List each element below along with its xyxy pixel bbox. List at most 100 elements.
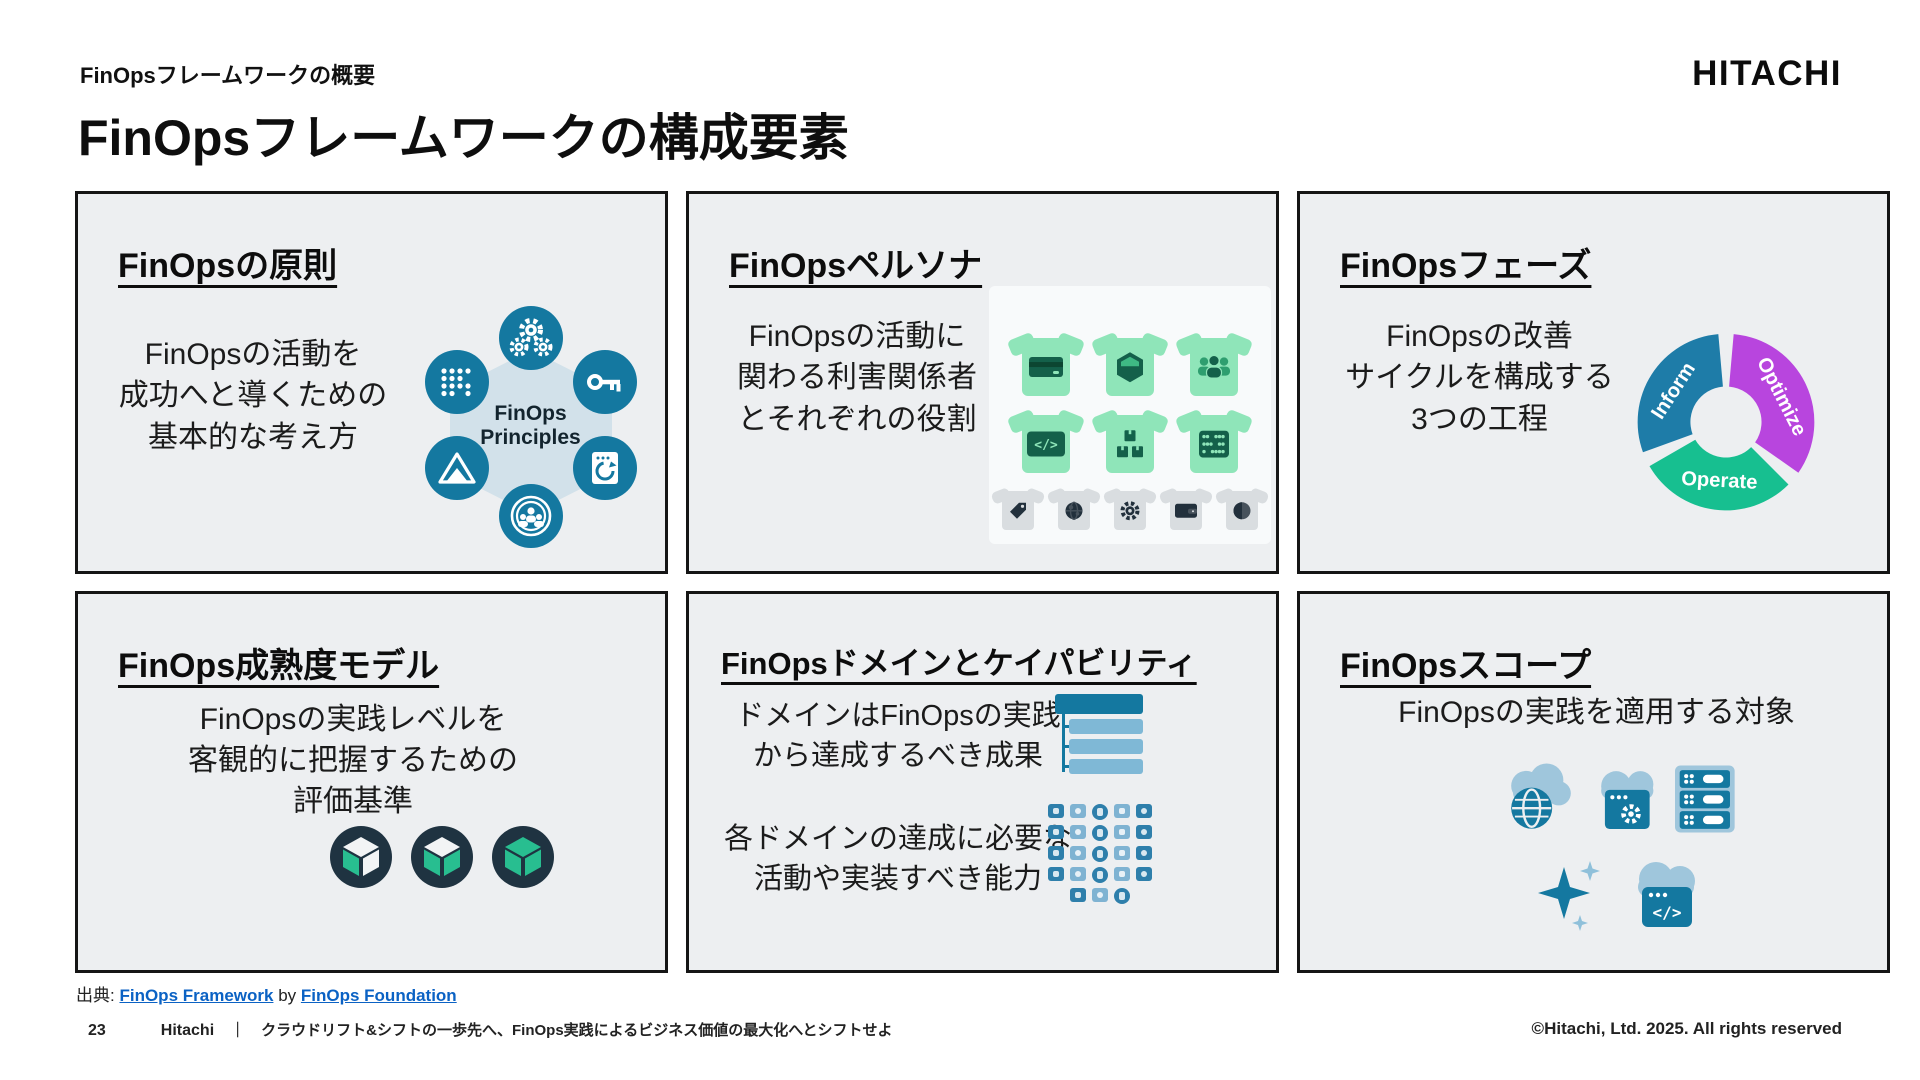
slide-kicker: FinOpsフレームワークの概要 [80,63,376,88]
phase-segment-optimize [1729,334,1815,473]
code-icon: </> [1027,431,1065,457]
finops-foundation-link[interactable]: FinOps Foundation [300,986,457,1005]
svg-text:</>: </> [1652,903,1681,922]
capability-icon [1092,866,1108,883]
capability-icon [1114,845,1130,860]
capability-icon [1114,887,1130,904]
abacus-icon [1199,430,1229,458]
finops-framework-link[interactable]: FinOps Framework [119,986,274,1005]
maturity-heading: FinOps成熟度モデル [118,646,440,685]
credit-card-icon [1029,357,1063,378]
principles-node-gears [499,306,563,370]
phase-segment-operate [1649,439,1789,511]
footer: 23 Hitachi ｜ クラウドリフト&シフトの一歩先へ、FinOps実践によ… [88,1019,892,1040]
hitachi-logo: HITACHI [1692,54,1842,93]
capabilities-body: 各ドメインの達成に必要な 活動や実装すべき能力 [723,822,1072,895]
saas-window-icon [1600,770,1653,829]
personas-shirt-grid: </> [990,331,1270,530]
scope-icon-cluster: </> [1500,759,1735,931]
capability-icon [1136,803,1152,818]
personas-heading: FinOpsペルソナ [729,247,983,285]
maturity-cubes [328,824,556,890]
ai-sparkle-icon [1537,860,1600,931]
source-prefix: 出典: [76,986,115,1005]
capability-icon [1070,824,1086,839]
principles-node-collaboration [499,484,563,548]
persona-shirt [1174,331,1254,396]
capability-icon [1114,824,1130,839]
key-icon [587,374,621,392]
panel-principles: FinOpsの原則 FinOpsの活動を 成功へと導くための 基本的な考え方 F… [75,191,668,574]
capability-icon [1048,803,1064,818]
capability-icon [1070,803,1086,818]
panel-maturity: FinOps成熟度モデル FinOpsの実践レベルを 客観的に把握するための 評… [75,590,668,973]
scope-icon-row [1500,759,1735,835]
panel-grid: FinOpsの原則 FinOpsの活動を 成功へと導くための 基本的な考え方 F… [75,191,1890,973]
domain-spine [1062,713,1065,772]
capability-icon [1136,845,1152,860]
collaboration-icon [510,495,552,537]
persona-shirt [1090,331,1170,396]
boxes-icon [1117,430,1143,458]
team-icon [1198,355,1230,379]
phase-segment-inform [1637,334,1723,453]
capability-row [1041,824,1159,841]
persona-shirt-secondary [1046,487,1102,530]
capability-icon-grid [1041,803,1159,904]
datacenter-rack-icon [1675,764,1735,833]
personas-body: FinOpsの活動に 関わる利害関係者 とそれぞれの役割 [737,320,977,436]
principles-body: FinOpsの活動を 成功へと導くための 基本的な考え方 [118,338,388,454]
cloud-code-icon: </> [1637,861,1695,927]
phases-body: FinOpsの改善 サイクルを構成する 3つの工程 [1345,320,1614,436]
capability-icon [1048,824,1064,839]
panel-scope: FinOpsスコープ FinOpsの実践を適用する対象 [1297,590,1890,973]
personas-shirt-row-secondary [990,487,1270,530]
maturity-cube-crawl-icon [330,825,392,888]
scope-body: FinOpsの実践を適用する対象 [1398,695,1795,729]
persona-shirt-secondary [1214,487,1270,530]
dots-grid-icon [441,368,471,397]
sphere-icon [1233,502,1251,520]
persona-shirt: </> [1006,408,1086,473]
report-refresh-icon [592,452,618,484]
domain-bar [1062,738,1143,754]
principles-node-ownership [573,350,637,414]
panel-personas: FinOpsペルソナ FinOpsの活動に 関わる利害関係者 とそれぞれの役割 [686,191,1279,574]
principles-node-value [425,436,489,500]
capability-icon [1092,824,1108,841]
footer-separator: ｜ [230,1022,246,1039]
maturity-body: FinOpsの実践レベルを 客観的に把握するための 評価基準 [188,702,518,819]
domains-heading: FinOpsドメインとケイパビリティ [721,645,1197,681]
personas-shirt-row [1006,331,1254,396]
shield-hexagon-icon [1117,352,1143,383]
capability-icon [1070,845,1086,860]
public-cloud-globe-icon [1511,762,1571,829]
pyramid-icon [438,452,476,484]
principles-diagram: FinOps Principles [413,306,648,558]
persona-shirt-secondary [1158,487,1214,530]
capability-icon [1114,803,1130,818]
capability-row [1041,866,1159,883]
domain-bar [1062,758,1143,774]
phases-donut: Inform Optimize Operate [1637,334,1815,511]
principles-heading: FinOpsの原則 [118,247,338,285]
source-line: 出典: FinOps Framework by FinOps Foundatio… [76,981,457,1006]
persona-shirt-secondary [1102,487,1158,530]
tag-icon [1010,502,1026,519]
maturity-cube-walk-icon [411,825,473,888]
capability-row [1041,803,1159,820]
capability-icon [1070,887,1086,902]
persona-shirt [1006,331,1086,396]
persona-shirt-secondary [990,487,1046,530]
capability-icon [1048,845,1064,860]
principles-center-label: FinOps Principles [480,402,581,450]
capability-icon [1070,866,1086,881]
panel-phases: FinOpsフェーズ FinOpsの改善 サイクルを構成する 3つの工程 Inf… [1297,191,1890,574]
capability-icon [1092,845,1108,862]
footer-brand: Hitachi [160,1022,215,1039]
globe-icon [1065,501,1083,520]
svg-text:</>: </> [1034,438,1058,453]
persona-shirt [1174,408,1254,473]
phase-label-operate: Operate [1681,468,1758,494]
